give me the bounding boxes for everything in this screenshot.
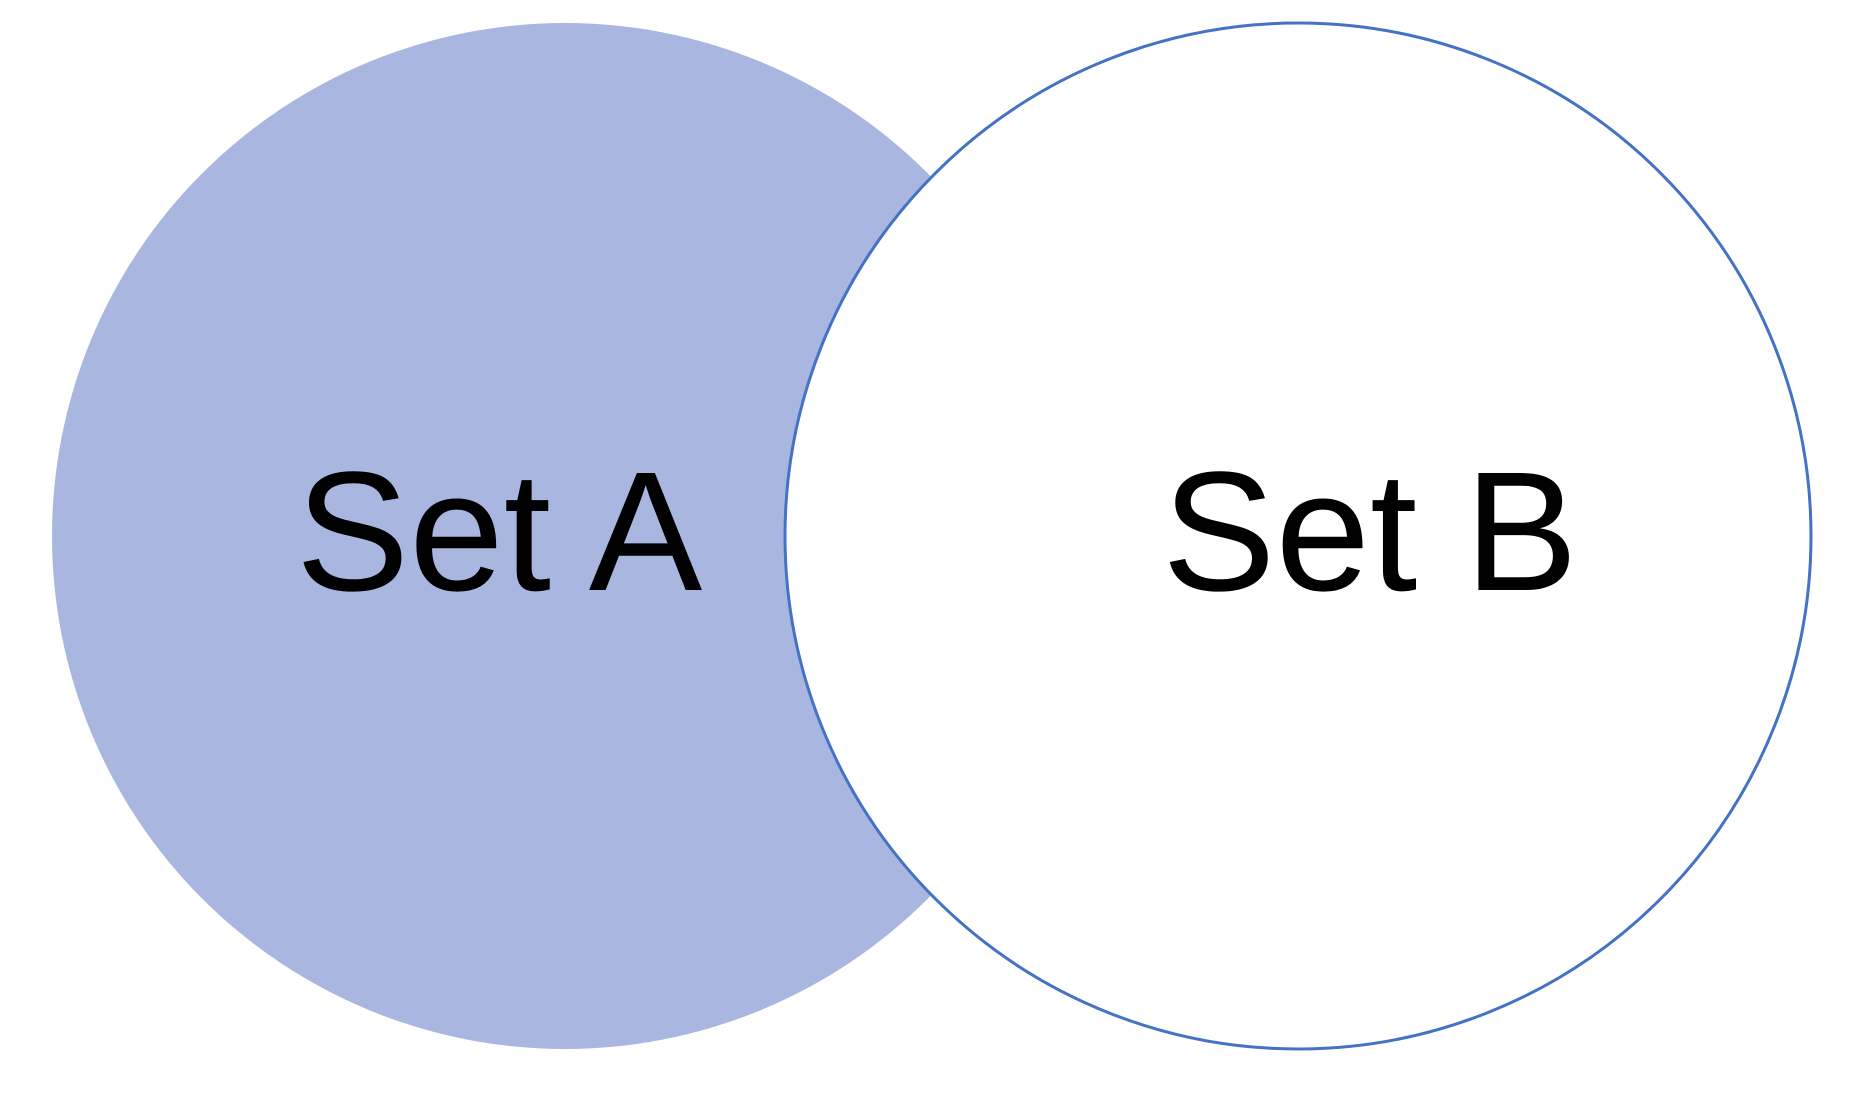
set-b-label: Set B [1162, 437, 1578, 627]
set-a-circle [52, 23, 1078, 1049]
set-b-circle [783, 21, 1813, 1051]
set-a-label: Set A [296, 437, 703, 627]
